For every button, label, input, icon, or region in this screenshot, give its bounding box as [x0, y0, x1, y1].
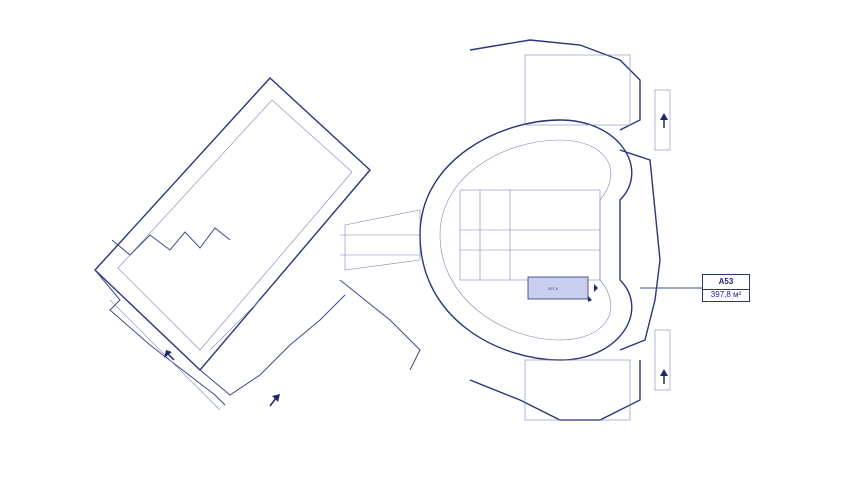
- right-wing: [469, 39, 702, 421]
- entrance-arrow-icon: [164, 350, 175, 361]
- position-marker: [588, 296, 592, 302]
- entrance-arrow-icon: [660, 369, 668, 384]
- position-marker: [594, 284, 598, 292]
- unit-a53-highlight[interactable]: [527, 276, 589, 300]
- central-atrium: [419, 119, 633, 361]
- left-wing: [94, 77, 371, 411]
- unit-callout[interactable]: A53 397,8 м²: [702, 274, 750, 302]
- unit-area: 397,8 м²: [703, 289, 749, 300]
- entrance-arrow-icon: [660, 113, 668, 128]
- entrance-arrow-icon: [269, 394, 280, 407]
- unit-inline-label: 397,8: [548, 286, 559, 291]
- unit-code: A53: [718, 277, 734, 286]
- corridor: [339, 209, 421, 371]
